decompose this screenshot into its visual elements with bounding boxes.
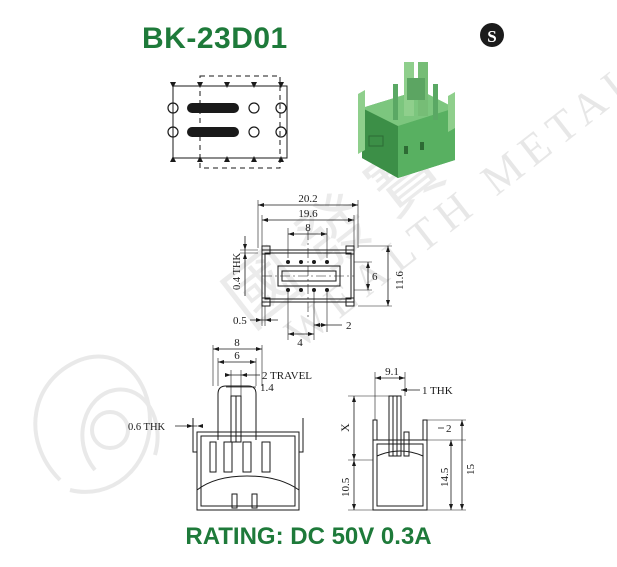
switch-schematic: [167, 75, 288, 169]
dim-pin-span: 8: [305, 222, 311, 234]
dim-side-variable-height: X: [338, 423, 352, 432]
dim-front-frame-thickness: 0.6 THK: [128, 422, 166, 433]
schematic-bridge-1: [187, 103, 239, 113]
brand-logo: S: [480, 23, 504, 47]
side-view: [348, 372, 466, 511]
dim-front-travel: 2 TRAVEL: [262, 370, 312, 382]
dim-pin-span-bottom: 4: [297, 337, 303, 349]
front-view: [175, 345, 304, 511]
dim-edge-offset: 0.5: [233, 315, 247, 327]
dim-overall-depth: 11.6: [394, 271, 406, 290]
watermark: [33, 354, 160, 494]
top-view: [240, 200, 392, 340]
dim-pin-row-spacing: 6: [372, 271, 378, 283]
dim-inner-width: 19.6: [298, 208, 318, 220]
schematic-bridge-2: [187, 127, 239, 137]
switch-3d-render: [358, 62, 455, 178]
schematic-arrows: [170, 82, 284, 162]
dim-side-pin-pitch: 2: [446, 423, 452, 435]
dim-front-actuator-span: 6: [234, 350, 240, 362]
brand-logo-letter: S: [487, 27, 496, 46]
dim-overall-width: 20.2: [298, 193, 317, 205]
schematic-contacts: [167, 102, 287, 138]
watermark-logo: [33, 354, 160, 494]
dim-side-frame-thickness: 1 THK: [422, 385, 453, 397]
dim-side-height-overall: 15: [465, 464, 477, 476]
dim-side-height-inner: 14.5: [439, 467, 451, 487]
dim-thickness: 0.4 THK: [232, 252, 243, 290]
top-view-pins: [286, 260, 329, 292]
dim-pin-pitch: 2: [346, 320, 352, 332]
dim-front-actuator-width: 1.4: [260, 382, 274, 394]
dim-side-width: 9.1: [385, 366, 399, 378]
model-title: BK-23D01: [142, 22, 288, 55]
rating-text: RATING: DC 50V 0.3A: [185, 523, 432, 550]
dim-front-top-span: 8: [234, 337, 240, 349]
dim-side-body-height: 10.5: [340, 477, 352, 497]
